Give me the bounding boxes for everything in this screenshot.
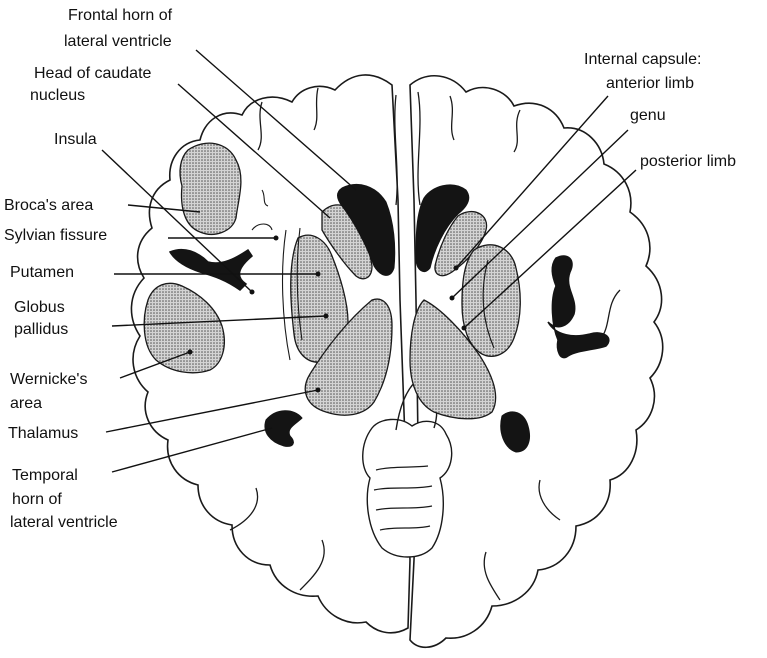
label-wernicke-line1: Wernicke's [10,370,87,389]
label-internal-capsule: Internal capsule: [584,50,701,69]
label-anterior-limb: anterior limb [606,74,694,93]
label-temporal-horn-line3: lateral ventricle [10,513,118,532]
label-globus-line2: pallidus [14,320,68,339]
label-temporal-horn-line1: Temporal [12,466,78,485]
label-genu: genu [630,106,666,125]
label-posterior-limb: posterior limb [640,152,767,171]
label-thalamus: Thalamus [8,424,78,443]
label-insula: Insula [54,130,97,149]
label-frontal-horn-line2: lateral ventricle [64,32,172,51]
label-globus-line1: Globus [14,298,65,317]
label-caudate-line1: Head of caudate [34,64,151,83]
label-caudate-line2: nucleus [30,86,85,105]
insula-region [180,143,241,234]
label-frontal-horn-line1: Frontal horn of [68,6,172,25]
label-sylvian-fissure: Sylvian fissure [4,226,107,245]
label-putamen: Putamen [10,263,74,282]
label-temporal-horn-line2: horn of [12,490,62,509]
label-brocas-area: Broca's area [4,196,93,215]
label-wernicke-line2: area [10,394,42,413]
